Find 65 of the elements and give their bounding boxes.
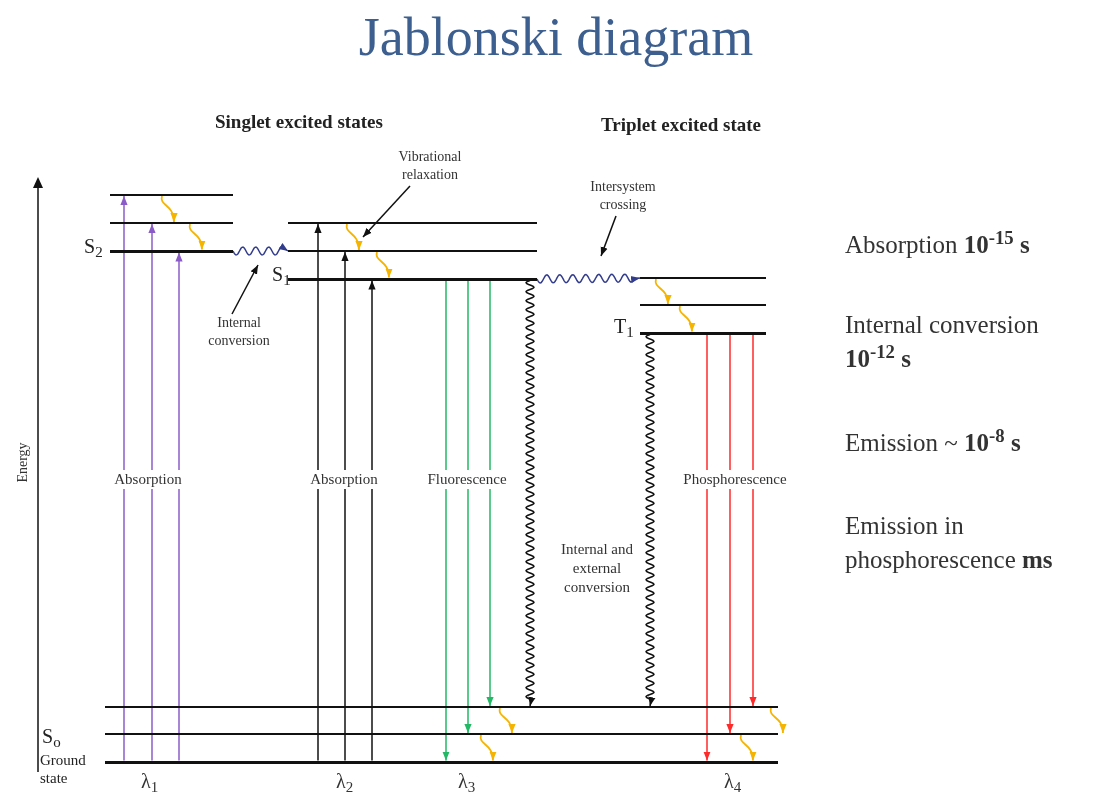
energy-level-line: [288, 250, 537, 252]
energy-level-line: [110, 222, 233, 224]
edge-label: Phosphorescence: [681, 470, 789, 489]
wavy-arrow: [525, 279, 536, 707]
edge-label: Absorption: [112, 470, 184, 489]
label: λ$_{3}$: [458, 769, 476, 796]
arrow: [368, 279, 376, 762]
energy-level-line: [110, 249, 233, 253]
label: Absorption 10$^{-15}$ s: [845, 226, 1030, 260]
relaxation-arrow: [498, 707, 515, 734]
edge-label: Absorption: [308, 470, 380, 489]
section-heading: Triplet excited state: [601, 113, 762, 137]
energy-level-line: [640, 304, 766, 306]
relaxation-arrow: [678, 305, 695, 333]
relaxation-arrow: [769, 707, 786, 734]
energy-level-line: [640, 277, 766, 279]
relaxation-arrow: [160, 195, 177, 223]
arrow: [726, 333, 734, 734]
leader-line: [600, 215, 617, 257]
relaxation-arrow: [188, 223, 205, 251]
wavy-arrow: [232, 243, 289, 256]
arrow: [442, 279, 450, 762]
energy-level-line: [640, 331, 766, 335]
label: Emission ~ 10$^{-8}$ s: [845, 424, 1021, 458]
level-label: S$_{2}$: [84, 236, 103, 256]
energy-level-line: [288, 277, 537, 281]
label: λ$_{4}$: [724, 769, 742, 796]
level-label: S$_{o}$: [42, 726, 61, 746]
arrow: [175, 251, 183, 762]
relaxation-arrow: [375, 251, 392, 279]
relaxation-arrow: [479, 734, 496, 762]
section-heading: Singlet excited states: [215, 110, 383, 134]
label: Internal conversion 10$^{-12}$ s: [845, 310, 1040, 374]
arrow: [341, 251, 349, 762]
arrow: [703, 333, 711, 762]
callout-text: Intersystem crossing: [568, 178, 678, 214]
leader-line: [362, 185, 411, 238]
edge-label: Fluorescence: [425, 470, 509, 489]
relaxation-arrow: [739, 734, 756, 762]
arrow: [486, 279, 494, 707]
level-label: T$_{1}$: [614, 316, 634, 336]
wavy-arrow: [645, 333, 656, 707]
level-label: Ground state: [40, 751, 87, 787]
arrow: [314, 223, 322, 762]
callout-text: Vibrational relaxation: [375, 148, 485, 184]
arrow: [749, 333, 757, 707]
label: λ$_{1}$: [141, 769, 159, 796]
label: Emission in phosphorescence ms: [845, 511, 1054, 575]
energy-level-line: [105, 733, 778, 735]
energy-level-line: [110, 194, 233, 196]
wavy-arrow: [536, 273, 641, 284]
arrow: [464, 279, 472, 734]
relaxation-arrow: [654, 278, 671, 305]
title: Jablonski diagram: [357, 6, 755, 69]
level-label: S$_{1}$: [272, 264, 291, 284]
arrow: [120, 195, 128, 762]
energy-level-line: [105, 706, 778, 708]
callout-text: Internal conversion: [197, 314, 281, 350]
energy-level-line: [288, 222, 537, 224]
leader-line: [231, 264, 259, 315]
label: λ$_{2}$: [336, 769, 354, 796]
relaxation-arrow: [345, 223, 362, 251]
energy-level-line: [105, 760, 778, 764]
arrow: [148, 223, 156, 762]
axis-label: Energy: [13, 442, 31, 483]
